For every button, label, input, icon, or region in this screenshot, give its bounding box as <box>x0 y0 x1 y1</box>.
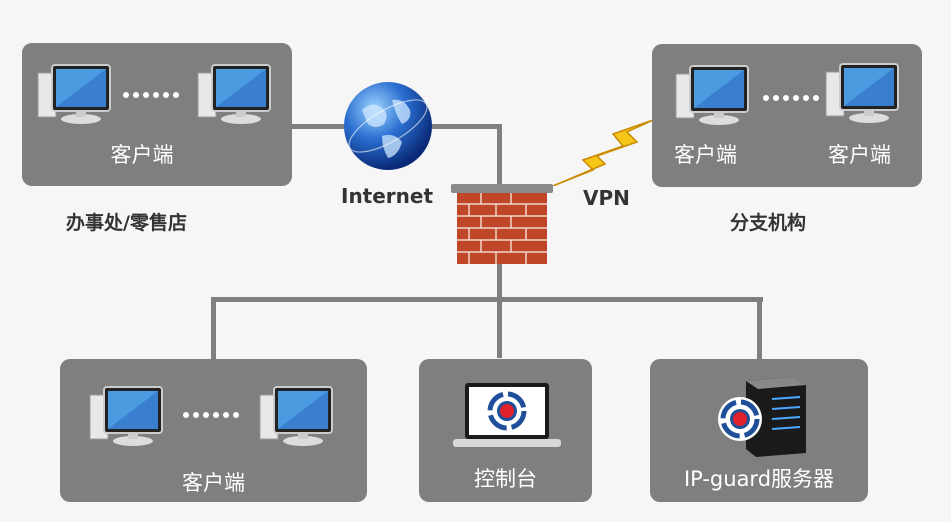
server-box: IP-guard服务器 <box>650 359 868 502</box>
desktop-computer-icon <box>825 63 899 123</box>
vpn-label: VPN <box>583 186 630 210</box>
desktop-computer-icon <box>197 64 271 124</box>
office-clients-box: 客户端 <box>22 43 292 186</box>
internet-label: Internet <box>341 184 434 208</box>
link-bus-clients <box>211 297 216 359</box>
laptop-ipguard-icon <box>453 383 561 447</box>
desktop-computer-icon <box>37 64 111 124</box>
link-bus-server <box>757 297 762 359</box>
branch-clients-box: 客户端 客户端 <box>652 44 922 187</box>
ellipsis-dots <box>763 95 819 101</box>
server-ipguard-icon <box>718 377 806 457</box>
link-internet-firewall-v <box>497 124 502 186</box>
globe-icon <box>344 82 432 170</box>
lan-clients-box: 客户端 <box>60 359 367 502</box>
desktop-computer-icon <box>675 65 749 125</box>
office-group-label: 办事处/零售店 <box>66 212 187 234</box>
console-box: 控制台 <box>419 359 592 502</box>
console-label: 控制台 <box>474 467 537 491</box>
lan-client-label: 客户端 <box>182 471 245 495</box>
office-client-label: 客户端 <box>110 143 174 167</box>
link-firewall-trunk <box>497 262 502 358</box>
server-label: IP-guard服务器 <box>683 467 835 491</box>
ellipsis-dots <box>123 92 179 98</box>
brick-firewall-icon <box>451 184 553 264</box>
desktop-computer-icon <box>89 386 163 446</box>
link-office-internet <box>292 124 344 129</box>
desktop-computer-icon <box>259 386 333 446</box>
link-internet-firewall-h <box>432 124 502 129</box>
branch-group-label: 分支机构 <box>730 212 807 234</box>
lightning-bolt-icon <box>553 120 653 186</box>
branch-client-label-2: 客户端 <box>828 143 891 167</box>
ellipsis-dots <box>183 412 239 418</box>
branch-client-label-1: 客户端 <box>674 143 737 167</box>
link-lan-bus <box>211 297 763 302</box>
